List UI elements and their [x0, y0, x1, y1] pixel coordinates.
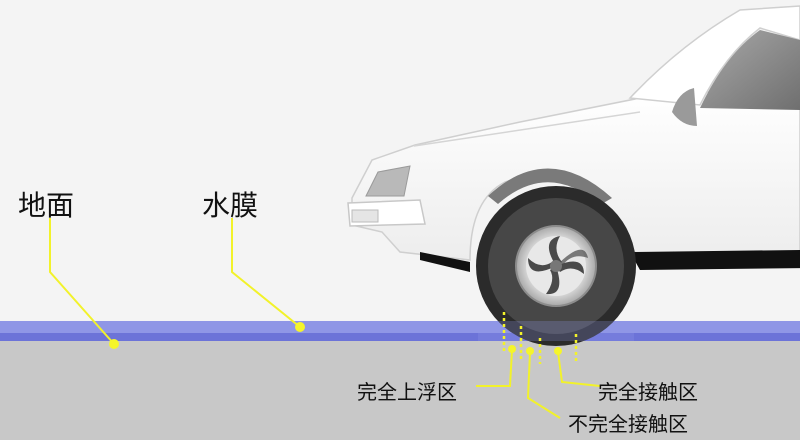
water-under-tire [478, 321, 634, 341]
car-roof [628, 5, 800, 106]
ground-marker [109, 339, 119, 349]
full-contact-leader [557, 351, 601, 387]
partial-contact-label: 不完全接触区 [568, 412, 688, 436]
side-sill [420, 250, 800, 272]
side-mirror [672, 88, 697, 126]
full-float-marker [508, 345, 516, 353]
hub-spokes [528, 236, 588, 295]
car [347, 5, 800, 272]
hub-center [550, 260, 562, 272]
water-film-leader [231, 218, 301, 328]
fog-light [351, 209, 379, 223]
windshield [700, 30, 800, 110]
leader-lines [49, 218, 601, 419]
ground-layer [0, 340, 800, 440]
full-contact-label: 完全接触区 [598, 380, 698, 404]
markers [109, 322, 562, 355]
wheel-arch [488, 168, 612, 205]
partial-contact-leader [526, 351, 561, 419]
headlight [365, 165, 411, 197]
body-crease [413, 111, 641, 147]
full-contact-marker [554, 347, 562, 355]
contact-dotted-lines [502, 312, 578, 364]
ground-label: 地面 [18, 189, 75, 222]
full-float-leader [476, 349, 513, 387]
water-film-edge [0, 333, 800, 341]
water-film-label: 水膜 [202, 189, 259, 222]
partial-contact-marker [526, 347, 534, 355]
water-film-marker [295, 322, 305, 332]
tire-assembly [476, 186, 636, 346]
full-float-label: 完全上浮区 [357, 380, 457, 404]
ground-leader [49, 218, 115, 345]
